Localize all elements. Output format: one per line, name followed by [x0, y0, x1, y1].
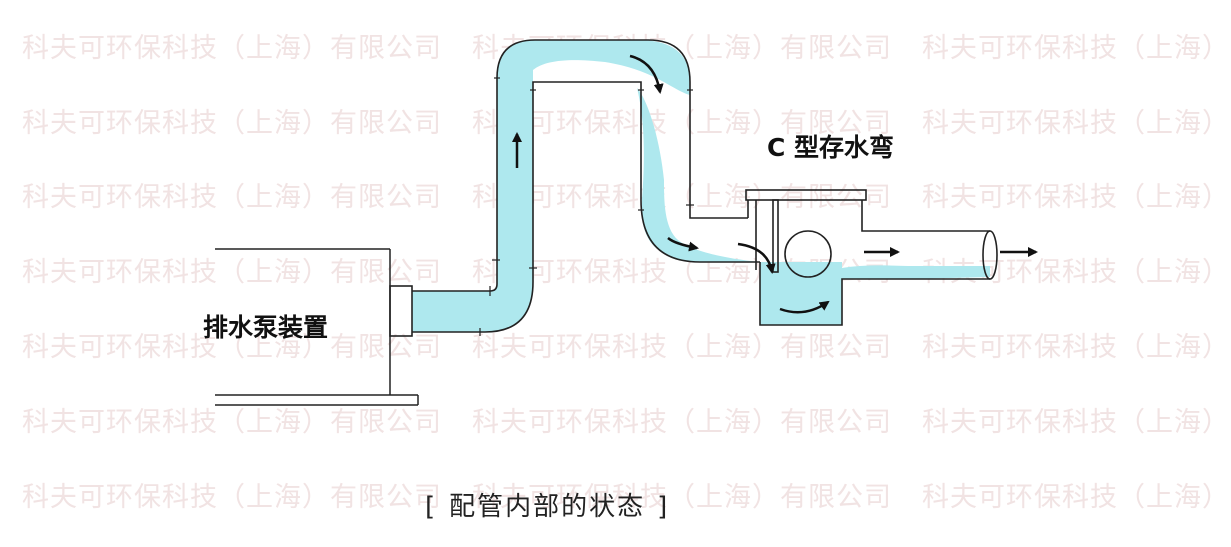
watermark-text: 科夫可环保科技（上海）有限公司: [22, 108, 442, 139]
trap-baffle: [772, 199, 779, 273]
trap-cap: [745, 189, 867, 201]
watermark-text: 科夫可环保科技（上海）有限公司: [472, 482, 892, 513]
watermark-text: 科夫可环保科技（上海）有限公司: [22, 33, 442, 64]
watermark-text: 科夫可环保科技（上海）有限公司: [922, 482, 1231, 513]
watermark-text: 科夫可环保科技（上海）有限公司: [472, 332, 892, 363]
watermark-text: 科夫可环保科技（上海）有限公司: [22, 482, 442, 513]
outlet-pipe-end: [982, 230, 998, 280]
flow-arrow-down-bend: [667, 237, 699, 252]
water-fill: [412, 40, 990, 332]
watermark-text: 科夫可环保科技（上海）有限公司: [922, 332, 1231, 363]
watermark-text: 科夫可环保科技（上海）有限公司: [472, 108, 892, 139]
pump-device-label: 排水泵装置: [203, 313, 329, 342]
caption-text: 配管内部的状态: [449, 492, 646, 522]
trap-float-ball: [784, 230, 832, 278]
watermark-text: 科夫可环保科技（上海）有限公司: [22, 257, 442, 288]
flow-arrow-trap-swirl: [779, 300, 830, 314]
watermark-text: 科夫可环保科技（上海）有限公司: [22, 182, 442, 213]
watermark-text: 科夫可环保科技（上海）有限公司: [22, 332, 442, 363]
diagram-caption: [ 配管内部的状态]: [413, 486, 681, 523]
watermark-text: 科夫可环保科技（上海）有限公司: [472, 182, 892, 213]
flow-arrow-into-trap: [737, 242, 776, 274]
watermark-text: 科夫可环保科技（上海）有限公司: [922, 182, 1231, 213]
c-trap-label: C 型存水弯: [767, 133, 895, 162]
caption-bracket-close: ]: [657, 492, 670, 522]
pump-outlet-coupling: [389, 285, 413, 337]
pipe-outline: [389, 39, 998, 337]
watermark-text: 科夫可环保科技（上海）有限公司: [472, 407, 892, 438]
watermark-text: 科夫可环保科技（上海）有限公司: [922, 108, 1231, 139]
watermark-text: 科夫可环保科技（上海）有限公司: [922, 33, 1231, 64]
watermark-text: 科夫可环保科技（上海）有限公司: [922, 407, 1231, 438]
flow-arrows: [512, 54, 1038, 314]
watermark-text: 科夫可环保科技（上海）有限公司: [22, 407, 442, 438]
caption-bracket-open: [: [425, 492, 438, 522]
flow-arrow-curve-top: [629, 54, 664, 94]
water-riser: [412, 40, 690, 332]
